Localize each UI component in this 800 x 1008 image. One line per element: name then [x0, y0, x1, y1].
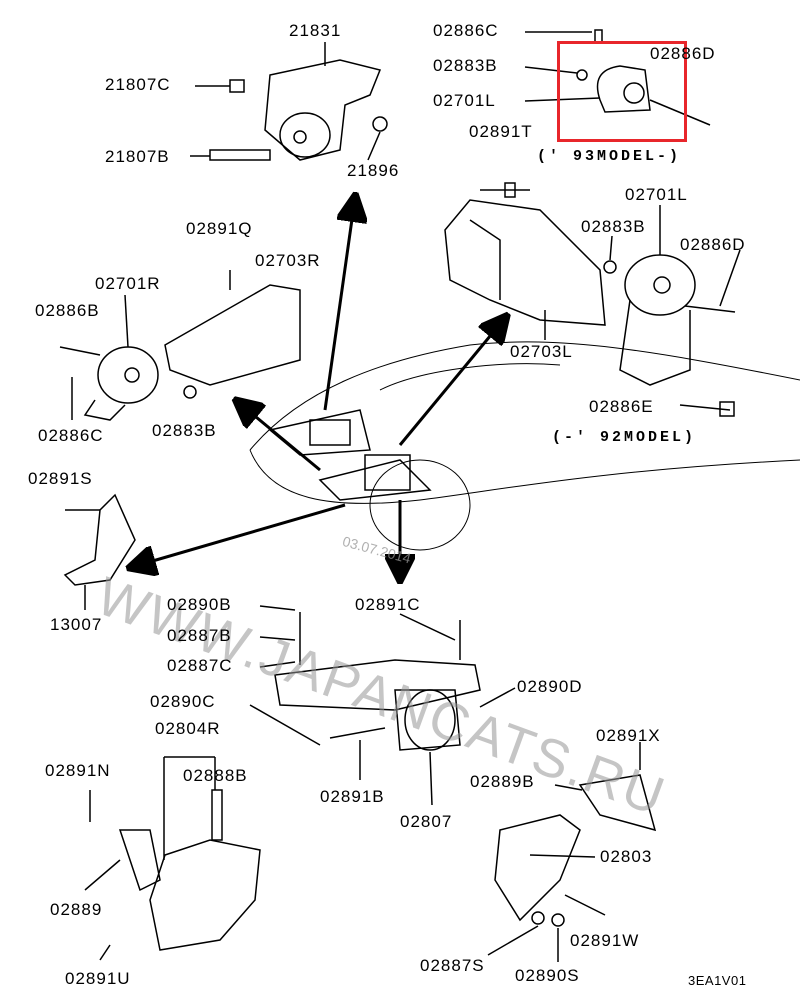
part-label[interactable]: 02891N	[45, 761, 111, 780]
car-body-outline	[249, 341, 800, 551]
mount-21831	[190, 42, 388, 161]
part-label[interactable]: 02701L	[433, 91, 496, 110]
part-label[interactable]: 02891S	[28, 469, 93, 488]
part-label[interactable]: 21807B	[105, 147, 170, 166]
bracket-02703L	[444, 182, 606, 340]
part-label[interactable]: 02807	[400, 812, 453, 831]
part-label[interactable]: 13007	[50, 615, 103, 634]
part-label[interactable]: 02891B	[320, 787, 385, 806]
part-label[interactable]: 02886D	[680, 235, 746, 254]
part-label[interactable]: 02890B	[167, 595, 232, 614]
part-label[interactable]: 02701L	[625, 185, 688, 204]
mount-02701L-92	[603, 205, 741, 417]
part-label[interactable]: 02888B	[183, 766, 248, 785]
mount-02807	[249, 605, 516, 806]
part-label[interactable]: 02887B	[167, 626, 232, 645]
part-label[interactable]: 02886E	[589, 397, 654, 416]
part-label[interactable]: 02883B	[152, 421, 217, 440]
part-label[interactable]: 02889B	[470, 772, 535, 791]
part-label[interactable]: 02891W	[570, 931, 640, 950]
part-label[interactable]: 02886C	[38, 426, 104, 445]
part-label[interactable]: 02887C	[167, 656, 233, 675]
part-label[interactable]: 02891C	[355, 595, 421, 614]
part-label[interactable]: 02887S	[420, 956, 485, 975]
highlight-box	[557, 41, 687, 142]
bracket-02703R	[59, 270, 301, 421]
part-label[interactable]: 02890C	[150, 692, 216, 711]
part-label[interactable]: 02703L	[510, 342, 573, 361]
part-label[interactable]: 02889	[50, 900, 103, 919]
engine-center-parts	[268, 409, 432, 501]
direction-arrows	[132, 198, 505, 578]
part-label[interactable]: 02701R	[95, 274, 161, 293]
part-label[interactable]: 02804R	[155, 719, 221, 738]
part-label[interactable]: 21896	[347, 161, 400, 180]
model-note-93: (' 93MODEL-)	[537, 148, 682, 165]
part-label[interactable]: 02883B	[433, 56, 498, 75]
part-label[interactable]: 02891T	[469, 122, 533, 141]
part-label[interactable]: 02891X	[596, 726, 661, 745]
part-label[interactable]: 02803	[600, 847, 653, 866]
bracket-13007	[63, 493, 136, 610]
part-label[interactable]: 02886C	[433, 21, 499, 40]
part-label[interactable]: 02890D	[517, 677, 583, 696]
model-note-92: (-' 92MODEL)	[552, 429, 697, 446]
part-label[interactable]: 02891Q	[186, 219, 253, 238]
bracket-02804R	[84, 756, 261, 961]
part-label[interactable]: 02703R	[255, 251, 321, 270]
part-label[interactable]: 02891U	[65, 969, 131, 988]
part-label[interactable]: 02883B	[581, 217, 646, 236]
part-label[interactable]: 21807C	[105, 75, 171, 94]
part-label[interactable]: 02886D	[650, 44, 716, 63]
part-label[interactable]: 02886B	[35, 301, 100, 320]
mount-02701L-93	[524, 29, 711, 126]
part-label[interactable]: 21831	[289, 21, 342, 40]
bracket-02803	[487, 742, 657, 962]
part-label[interactable]: 02890S	[515, 966, 580, 985]
diagram-code: 3EA1V01	[688, 973, 747, 988]
